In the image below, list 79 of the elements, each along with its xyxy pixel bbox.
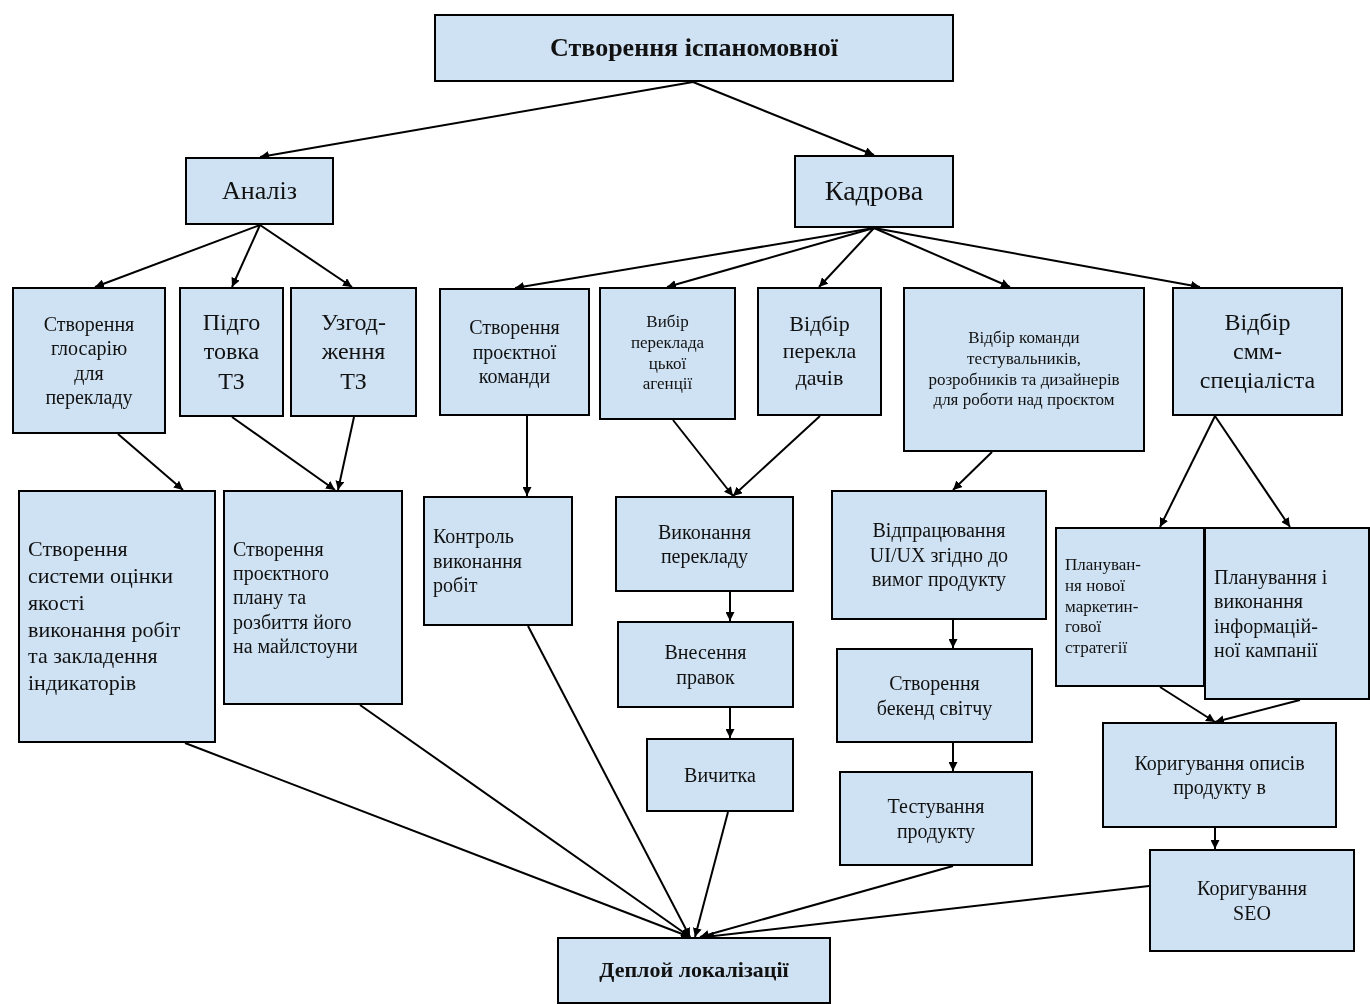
box-label: Контроль виконання робіт (433, 524, 524, 598)
process-box (12, 287, 166, 434)
arrow (692, 811, 729, 938)
process-box (1204, 527, 1370, 700)
process-box (839, 771, 1033, 866)
process-box (290, 287, 417, 417)
process-box (615, 496, 794, 592)
box-label: Створення системи оцінки якості виконання робіт та закладення індикаторів (28, 536, 182, 697)
box-label: Створення проєктної команди (468, 315, 561, 389)
process-box (646, 738, 794, 812)
arrow (117, 433, 184, 491)
process-box (223, 490, 403, 705)
box-label: Вичитка (684, 762, 756, 788)
box-label: Підго товка ТЗ (201, 308, 262, 396)
arrow (818, 227, 875, 288)
arrow (94, 224, 261, 289)
arrow (259, 81, 694, 160)
arrow (1214, 699, 1301, 725)
process-box (423, 496, 573, 626)
arrow (873, 227, 1011, 288)
arrow (666, 227, 875, 289)
box-label: Створення бекенд світчу (875, 671, 994, 720)
process-box (1102, 722, 1337, 828)
process-box (439, 288, 590, 416)
arrow (231, 224, 261, 288)
arrow (948, 619, 958, 649)
box-label: Відбір перекла дачів (781, 311, 858, 392)
arrow (1159, 415, 1216, 528)
process-box (599, 287, 736, 420)
arrow (522, 415, 532, 497)
box-label: Плануван- ня нової маркетин- гової стратегії (1065, 555, 1142, 659)
box-label: Створення іспаномовної (550, 32, 838, 64)
process-box (794, 155, 954, 228)
box-label: Створення глосарію для перекладу (42, 311, 136, 410)
arrow (335, 416, 355, 491)
arrow (948, 742, 958, 772)
box-label: Відбір команди тестувальників, розробників та дизайнерів для роботи над проєктом (927, 328, 1121, 411)
process-box (1149, 849, 1355, 952)
process-box (831, 490, 1047, 620)
box-label: Деплой локалізації (599, 957, 789, 984)
final-box (557, 937, 831, 1004)
arrow (725, 591, 735, 622)
process-box (185, 157, 334, 225)
box-label: Узгод- ження ТЗ (319, 308, 388, 396)
box-label: Коригування SEO (1196, 876, 1308, 925)
arrow (1210, 827, 1220, 850)
process-box (179, 287, 284, 417)
arrow (259, 224, 353, 288)
arrow (359, 704, 691, 938)
box-label: Коригування описів продукту в (1133, 750, 1306, 800)
process-box (18, 490, 216, 743)
box-label: Виконання перекладу (657, 519, 752, 569)
box-label: Вибір переклада цької агенції (629, 312, 706, 395)
process-box (757, 287, 882, 416)
arrow (732, 415, 821, 497)
box-label: Відпрацювання UI/UX згідно до вимог продукту (868, 518, 1010, 592)
process-box (1055, 527, 1205, 687)
arrow (699, 865, 954, 939)
arrow (527, 625, 691, 938)
process-box (1172, 287, 1343, 416)
box-label: Відбір смм- спеціаліста (1198, 307, 1317, 396)
arrow (231, 416, 336, 491)
arrow (952, 451, 993, 491)
box-label: Планування і виконання інформацій- ної кампанії (1214, 564, 1329, 663)
arrow (1214, 415, 1291, 528)
arrow (1159, 686, 1216, 723)
title-box (434, 14, 954, 82)
arrow (873, 227, 1201, 290)
box-label: Внесення правок (663, 640, 748, 689)
box-label: Тестування продукту (886, 794, 986, 843)
process-box (903, 287, 1145, 452)
process-box (617, 621, 794, 708)
box-label: Створення проєктного плану та розбиття його на майлстоуни (233, 536, 359, 659)
arrow (692, 81, 875, 156)
process-box (836, 648, 1033, 743)
box-label: Кадрова (824, 174, 924, 209)
box-label: Аналіз (222, 175, 297, 207)
arrow (725, 707, 735, 739)
arrow (672, 419, 734, 497)
